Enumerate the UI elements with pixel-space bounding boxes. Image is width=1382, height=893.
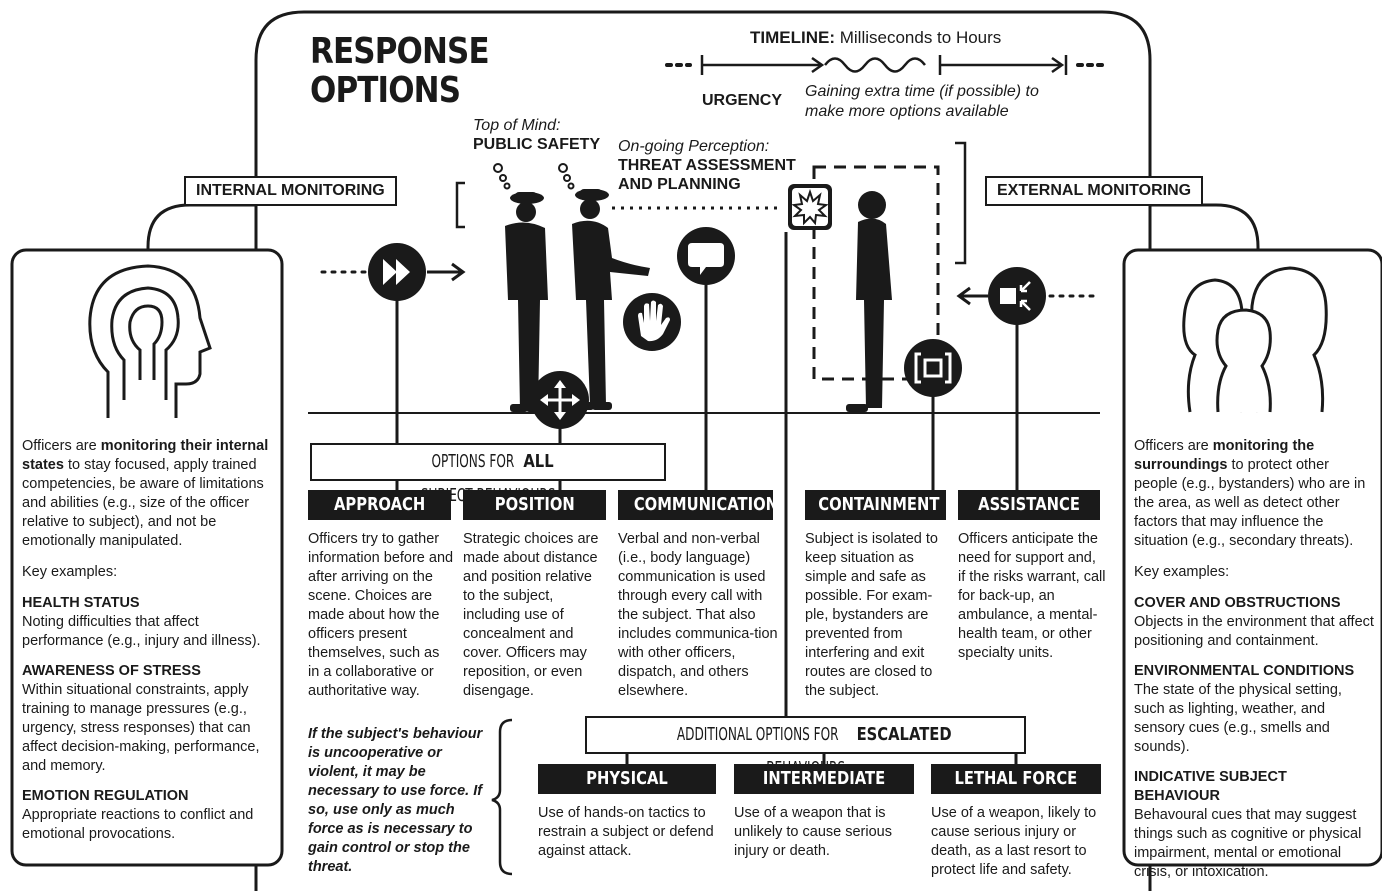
officer-figure <box>572 189 650 410</box>
options-all-bold: ALL <box>523 451 554 472</box>
assistance-header: ASSISTANCE <box>958 490 1100 520</box>
intermediate-force-text: Use of a weapon that is unlikely to caus… <box>734 805 892 859</box>
speech-bubble-icon <box>677 227 735 285</box>
left-item-text: Appropriate reactions to conflict and em… <box>22 807 254 842</box>
communication-title: COMMUNICATION <box>633 494 778 515</box>
urgency-label: URGENCY <box>702 92 783 109</box>
left-item: HEALTH STATUS Noting difficulties that af… <box>22 594 280 651</box>
left-item: AWARENESS OF STRESS Within situational co… <box>22 662 280 776</box>
stop-hand-icon <box>623 293 681 351</box>
options-all-pre: OPTIONS FOR <box>431 451 515 472</box>
force-note: If the subject's behaviour is uncooperat… <box>308 726 483 875</box>
left-panel-intro: Officers are monitoring their internal s… <box>22 437 280 551</box>
timeline-heading: TIMELINE: <box>750 28 835 47</box>
left-intro-post: to stay focused, apply trained competenc… <box>22 457 264 549</box>
lethal-force-header: LETHAL FORCE <box>931 764 1101 794</box>
containment-header: CONTAINMENT <box>805 490 946 520</box>
right-panel-intro: Officers are monitoring the surroundings… <box>1134 437 1376 551</box>
subject-figure <box>846 191 892 412</box>
right-item-text: Objects in the environment that affect p… <box>1134 614 1374 649</box>
options-esc-bold: ESCALATED <box>856 724 952 745</box>
right-key-examples: Key examples: <box>1134 564 1230 580</box>
page-title: RESPONSE OPTIONS <box>310 31 490 111</box>
left-item: EMOTION REGULATION Appropriate reactions … <box>22 787 280 844</box>
lethal-force-text: Use of a weapon, likely to cause serious… <box>931 805 1097 878</box>
gaining-time-note: Gaining extra time (if possible) to make… <box>805 83 1039 120</box>
left-intro-bold: monitoring their internal states <box>22 438 269 473</box>
approach-text: Officers try to gather information befor… <box>308 531 454 699</box>
left-item-text: Within situational constraints, apply tr… <box>22 682 260 774</box>
right-item-heading: COVER AND OBSTRUCTIONS <box>1134 595 1341 611</box>
right-panel-text: Officers are monitoring the surroundings… <box>1134 437 1376 893</box>
lethal-force-title: LETHAL FORCE <box>954 768 1078 789</box>
assistance-text: Officers anticipate the need for support… <box>958 531 1106 661</box>
internal-monitoring-label: INTERNAL MONITORING <box>184 176 397 206</box>
approach-header: APPROACH <box>308 490 451 520</box>
left-item-heading: HEALTH STATUS <box>22 595 140 611</box>
physical-control-title: PHYSICAL CONTROL <box>586 768 668 819</box>
right-item: ENVIRONMENTAL CONDITIONS The state of the… <box>1134 662 1376 757</box>
communication-header: COMMUNICATION <box>618 490 778 520</box>
top-of-mind: Top of Mind: PUBLIC SAFETY <box>473 116 600 154</box>
containment-text: Subject is isolated to keep situation as… <box>805 531 938 699</box>
position-header: POSITION <box>463 490 606 520</box>
communication-text: Verbal and non-verbal (i.e., body langua… <box>618 531 778 699</box>
ongoing-value: THREAT ASSESSMENT AND PLANNING <box>618 157 796 193</box>
top-of-mind-label: Top of Mind: <box>473 117 561 134</box>
left-item-heading: AWARENESS OF STRESS <box>22 663 201 679</box>
options-escalated-header: ADDITIONAL OPTIONS FOR ESCALATED BEHAVIO… <box>585 716 1026 779</box>
containment-title: CONTAINMENT <box>818 494 940 515</box>
assistance-title: ASSISTANCE <box>978 494 1080 515</box>
right-item-heading: ENVIRONMENTAL CONDITIONS <box>1134 663 1355 679</box>
timeline-value: Milliseconds to Hours <box>839 28 1002 47</box>
intermediate-force-title: INTERMEDIATE FORCE <box>762 768 886 819</box>
top-of-mind-value: PUBLIC SAFETY <box>473 136 601 153</box>
right-intro-post: to protect other people (e.g., bystander… <box>1134 457 1366 549</box>
options-esc-pre: ADDITIONAL OPTIONS FOR <box>677 724 839 745</box>
timeline-line <box>665 55 1104 75</box>
position-title: POSITION <box>494 494 575 515</box>
right-intro-pre: Officers are <box>1134 438 1213 454</box>
ongoing-perception: On-going Perception: THREAT ASSESSMENT A… <box>618 137 818 194</box>
right-intro-bold: monitoring the surroundings <box>1134 438 1315 473</box>
physical-control-text: Use of hands-on tactics to restrain a su… <box>538 805 714 859</box>
right-item-heading: INDICATIVE SUBJECT BEHAVIOUR <box>1134 769 1287 804</box>
left-item-heading: EMOTION REGULATION <box>22 788 189 804</box>
right-item-text: Behavoural cues that may suggest things … <box>1134 807 1362 880</box>
timeline-label: TIMELINE: Milliseconds to Hours <box>750 28 1001 48</box>
approach-icon <box>368 243 426 301</box>
left-key-examples: Key examples: <box>22 564 118 580</box>
right-item-text: The state of the physical setting, such … <box>1134 682 1342 755</box>
group-icon <box>1182 266 1328 413</box>
left-intro-pre: Officers are <box>22 438 101 454</box>
head-icon <box>88 264 212 418</box>
right-item: COVER AND OBSTRUCTIONS Objects in the env… <box>1134 594 1376 651</box>
left-panel-text: Officers are monitoring their internal s… <box>22 437 280 855</box>
external-monitoring-label: EXTERNAL MONITORING <box>985 176 1204 206</box>
containment-icon <box>904 339 962 397</box>
physical-control-header: PHYSICAL CONTROL <box>538 764 716 819</box>
options-all-header: OPTIONS FOR ALL SUBJECT BEHAVIOURS <box>310 443 666 506</box>
assistance-icon <box>988 267 1046 325</box>
position-text: Strategic choices are made about distanc… <box>463 531 599 699</box>
approach-title: APPROACH <box>333 494 426 515</box>
left-item-text: Noting difficulties that affect performa… <box>22 614 261 649</box>
intermediate-force-header: INTERMEDIATE FORCE <box>734 764 914 819</box>
ongoing-label: On-going Perception: <box>618 138 770 155</box>
threat-star-icon <box>788 184 832 230</box>
position-icon <box>531 371 589 429</box>
